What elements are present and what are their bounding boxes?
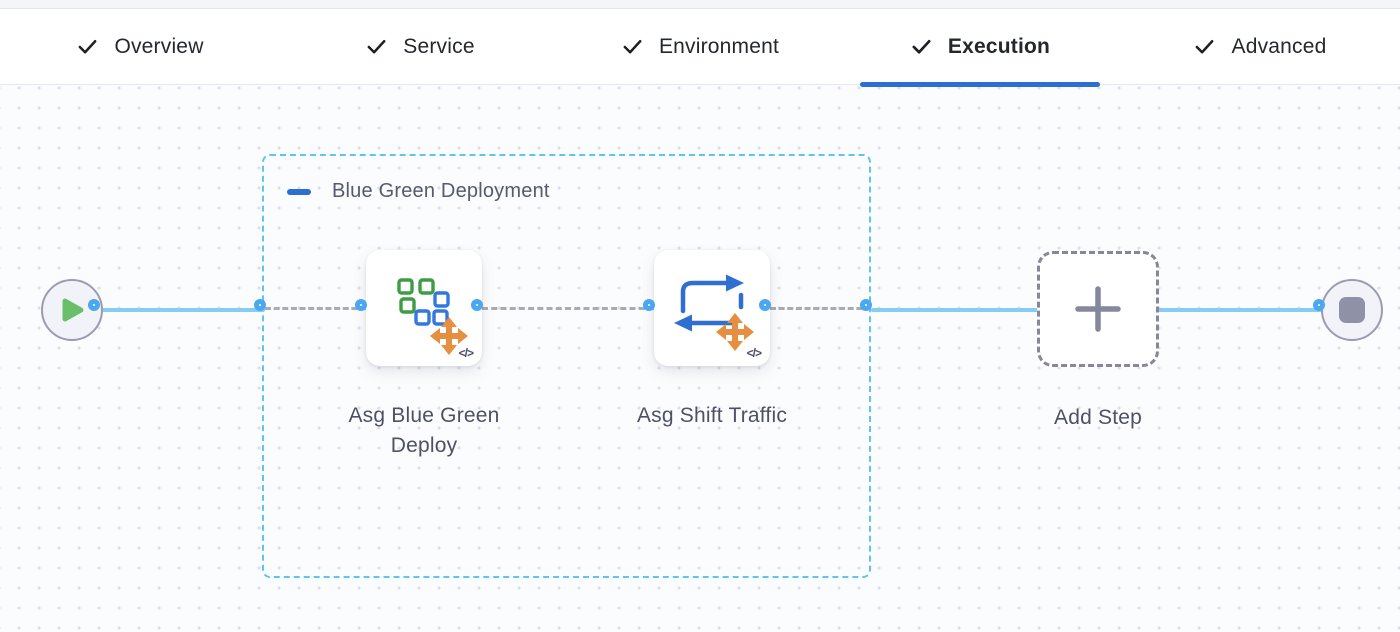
check-icon	[367, 39, 386, 54]
minus-icon	[287, 188, 311, 195]
stage-group-label: Blue Green Deployment	[332, 180, 550, 202]
tab-advanced[interactable]: Advanced	[1120, 9, 1400, 84]
port-end-in[interactable]	[1313, 299, 1325, 311]
tab-overview[interactable]: Overview	[0, 9, 280, 84]
shift-traffic-arrows-icon	[674, 274, 754, 351]
tab-service[interactable]: Service	[280, 9, 560, 84]
window-top-strip	[0, 0, 1400, 9]
pipeline-start-node	[41, 279, 103, 341]
connector-stage-to-step1	[265, 307, 366, 310]
tab-environment[interactable]: Environment	[560, 9, 840, 84]
plus-icon	[1075, 286, 1121, 332]
port-stage-in[interactable]	[254, 299, 266, 311]
pipeline-canvas[interactable]: Blue Green Deployment	[0, 85, 1400, 631]
check-icon	[1196, 39, 1214, 54]
deploy-squares-icon	[397, 278, 468, 355]
check-icon	[79, 39, 97, 54]
pipeline-tabbar: Overview Service Environment Execution A…	[0, 9, 1400, 87]
step-node-asg-blue-green-deploy[interactable]: </>	[366, 250, 482, 366]
connector-start-to-stage	[99, 308, 265, 312]
check-icon	[912, 39, 931, 54]
tab-label: Overview	[114, 34, 204, 58]
active-tab-underline	[860, 82, 1100, 87]
check-icon	[623, 39, 642, 54]
play-icon	[62, 298, 84, 322]
code-badge: </>	[458, 346, 474, 360]
stop-icon	[1339, 297, 1365, 323]
port-step1-out[interactable]	[471, 299, 483, 311]
collapse-stage-button[interactable]	[286, 183, 312, 201]
move-arrows-icon	[430, 317, 468, 355]
port-step2-out[interactable]	[759, 299, 771, 311]
port-stage-out[interactable]	[860, 299, 872, 311]
connector-step2-to-stage-end	[770, 307, 871, 310]
pipeline-end-node	[1321, 279, 1383, 341]
step-label-asg-shift-traffic: Asg Shift Traffic	[636, 404, 788, 427]
port-step2-in[interactable]	[643, 299, 655, 311]
tab-label: Advanced	[1231, 34, 1327, 58]
stage-group-header: Blue Green Deployment	[286, 180, 550, 203]
code-badge: </>	[746, 346, 762, 360]
add-step-button[interactable]	[1037, 251, 1159, 367]
port-step1-in[interactable]	[355, 299, 367, 311]
connector-step1-to-step2	[482, 307, 654, 310]
port-start-out[interactable]	[88, 299, 100, 311]
move-arrows-icon	[716, 313, 754, 351]
tab-label: Execution	[947, 34, 1051, 58]
tab-label: Environment	[658, 34, 780, 58]
step-node-asg-shift-traffic[interactable]: </>	[654, 250, 770, 366]
tab-label: Service	[403, 34, 475, 58]
add-step-label: Add Step	[1054, 406, 1142, 429]
step-label-asg-blue-green-deploy: Asg Blue Green Deploy	[348, 404, 500, 458]
tab-execution[interactable]: Execution	[840, 9, 1120, 87]
stage-group-blue-green-deployment[interactable]: Blue Green Deployment	[262, 154, 871, 578]
